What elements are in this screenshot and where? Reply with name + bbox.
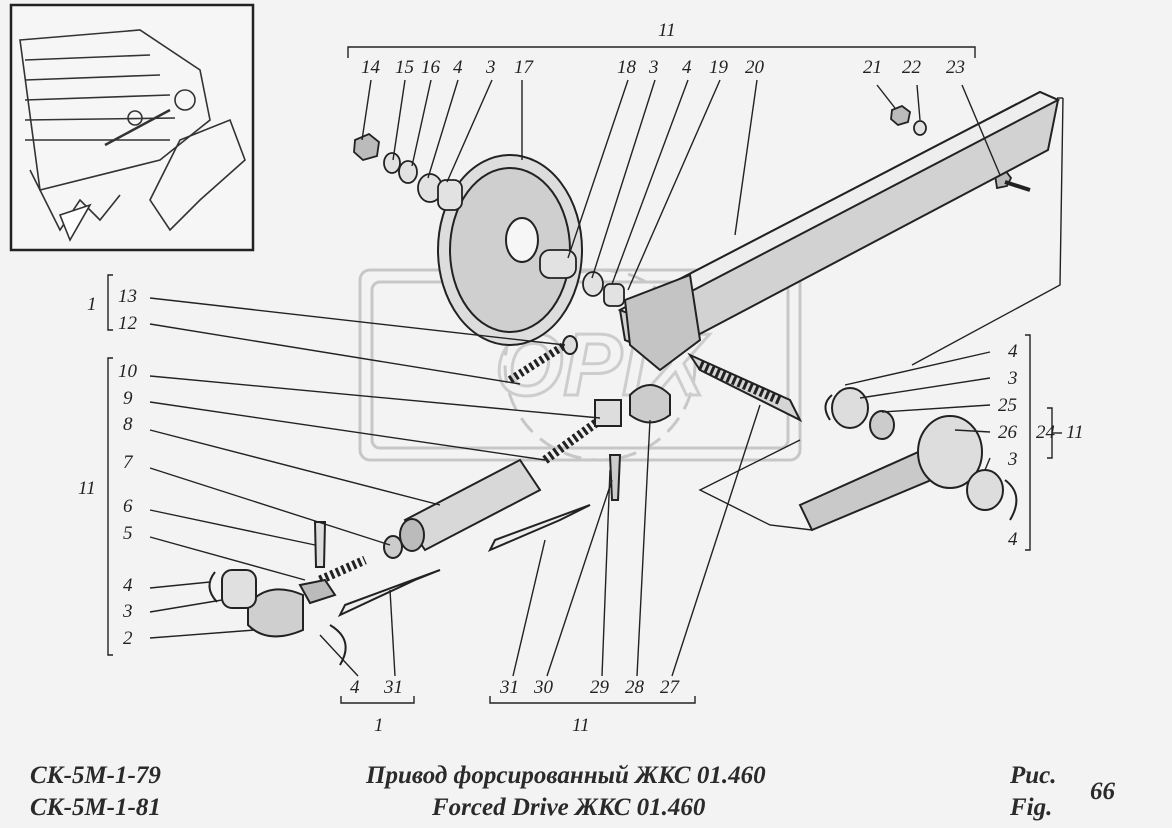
label-14: 14 xyxy=(361,57,381,78)
bearing-parts-top xyxy=(353,104,1031,307)
left-lower-parts xyxy=(208,504,591,666)
label-3-top: 3 xyxy=(485,57,496,78)
label-17: 17 xyxy=(514,57,535,78)
label-3-left: 3 xyxy=(122,601,133,622)
label-18: 18 xyxy=(617,57,637,78)
figure-number: 66 xyxy=(1090,778,1115,805)
label-8: 8 xyxy=(123,414,133,435)
label-28: 28 xyxy=(625,677,645,698)
label-26: 26 xyxy=(998,422,1018,443)
part-labels: 11 14 15 16 4 3 17 18 3 4 19 20 21 22 23… xyxy=(78,20,1084,736)
label-6: 6 xyxy=(123,496,133,517)
lever-assembly-24 xyxy=(798,387,1018,532)
label-23: 23 xyxy=(946,57,965,78)
beam-part-20 xyxy=(617,90,1061,372)
label-30: 30 xyxy=(533,677,554,698)
label-7: 7 xyxy=(123,452,134,473)
title-russian: Привод форсированный ЖКС 01.460 xyxy=(366,762,766,789)
label-group-11-right: 11 xyxy=(1066,422,1084,443)
label-13: 13 xyxy=(118,286,137,307)
sprocket-part-17 xyxy=(437,154,583,346)
label-group-24: 24 xyxy=(1036,422,1056,443)
inset-location-view xyxy=(9,3,255,252)
label-4-top: 4 xyxy=(453,57,463,78)
label-top-group: 11 xyxy=(658,20,676,41)
label-group-1: 1 xyxy=(87,294,97,315)
label-group-11-left: 11 xyxy=(78,478,96,499)
label-27: 27 xyxy=(660,677,681,698)
label-4-right-b: 4 xyxy=(1008,529,1018,550)
label-21: 21 xyxy=(863,57,882,78)
label-10: 10 xyxy=(118,361,138,382)
label-group-1-bottom: 1 xyxy=(374,715,384,736)
label-3-top-b: 3 xyxy=(648,57,659,78)
label-4-right: 4 xyxy=(1008,341,1018,362)
label-5: 5 xyxy=(123,523,133,544)
label-4-top-b: 4 xyxy=(682,57,692,78)
figure-label-en: Fig. xyxy=(1010,794,1053,821)
label-31-bottom-left: 31 xyxy=(383,677,403,698)
label-4-left: 4 xyxy=(123,575,133,596)
label-3-right-b: 3 xyxy=(1007,449,1018,470)
figure-label-ru: Рис. xyxy=(1010,762,1057,789)
label-15: 15 xyxy=(395,57,414,78)
model-code-1: СК-5М-1-79 xyxy=(30,762,161,789)
label-4-bottom: 4 xyxy=(350,677,360,698)
label-16: 16 xyxy=(421,57,441,78)
label-25: 25 xyxy=(998,395,1017,416)
label-22: 22 xyxy=(902,57,922,78)
shaft-assembly xyxy=(383,335,803,559)
label-20: 20 xyxy=(745,57,765,78)
label-3-right: 3 xyxy=(1007,368,1018,389)
model-code-2: СК-5М-1-81 xyxy=(30,794,161,821)
label-19: 19 xyxy=(709,57,729,78)
label-group-11-bottom: 11 xyxy=(572,715,590,736)
label-2: 2 xyxy=(123,628,133,649)
leader-lines xyxy=(107,46,1064,704)
title-english: Forced Drive ЖКС 01.460 xyxy=(432,794,706,821)
label-12: 12 xyxy=(118,313,138,334)
label-9: 9 xyxy=(123,388,133,409)
label-29: 29 xyxy=(590,677,610,698)
label-31-bottom-right: 31 xyxy=(499,677,519,698)
